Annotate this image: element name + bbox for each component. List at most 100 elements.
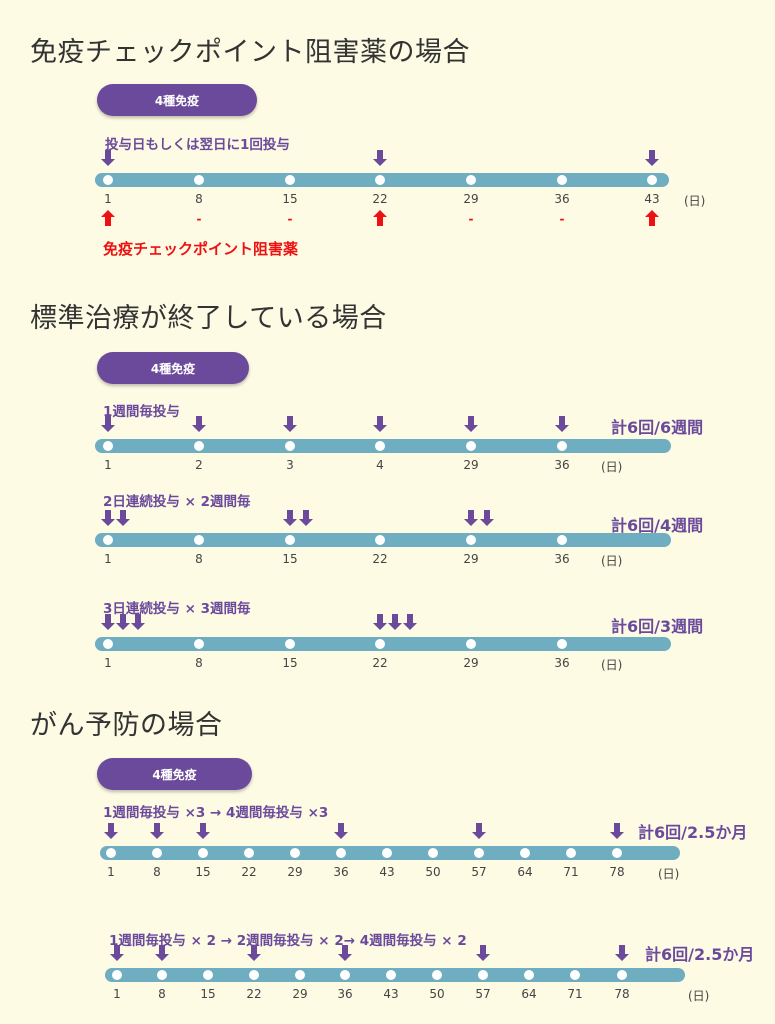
down-arrow-icon bbox=[480, 510, 494, 530]
timeline-dot bbox=[466, 441, 476, 451]
tick-label: 57 bbox=[471, 865, 487, 879]
timeline-dot bbox=[106, 848, 116, 858]
timeline-dot bbox=[285, 175, 295, 185]
timeline-dot bbox=[375, 639, 385, 649]
tick-label: 29 bbox=[463, 552, 479, 566]
dose-total: 計6回/2.5か月 bbox=[638, 823, 748, 842]
tick-label: 15 bbox=[282, 192, 298, 206]
unit-label: (日) bbox=[684, 194, 706, 208]
tick-label: 22 bbox=[246, 987, 262, 1001]
section-heading-checkpoint: 免疫チェックポイント阻害薬の場合 bbox=[30, 37, 470, 68]
timeline-dot bbox=[157, 970, 167, 980]
tick-label: 15 bbox=[282, 656, 298, 670]
timeline-dot bbox=[194, 535, 204, 545]
down-arrow-icon bbox=[110, 945, 124, 965]
down-arrow-icon bbox=[373, 614, 387, 634]
timeline-dot bbox=[557, 175, 567, 185]
tick-label: 29 bbox=[463, 192, 479, 206]
tick-label: 1 bbox=[104, 192, 112, 206]
inhibitor-label: 免疫チェックポイント阻害薬 bbox=[103, 240, 299, 258]
tick-label: 1 bbox=[104, 656, 112, 670]
timeline-dot bbox=[194, 441, 204, 451]
timeline-dot bbox=[249, 970, 259, 980]
timeline-dot bbox=[103, 639, 113, 649]
timeline-dot bbox=[520, 848, 530, 858]
up-arrow-icon bbox=[373, 210, 387, 230]
dash-mark: - bbox=[196, 212, 202, 226]
dash-mark: - bbox=[559, 212, 565, 226]
tick-label: 2 bbox=[195, 458, 203, 472]
timeline-dot bbox=[198, 848, 208, 858]
dash-mark: - bbox=[287, 212, 293, 226]
unit-label: (日) bbox=[601, 460, 623, 474]
timeline-dot bbox=[570, 970, 580, 980]
tick-label: 15 bbox=[195, 865, 211, 879]
tick-label: 43 bbox=[644, 192, 660, 206]
timeline-dot bbox=[244, 848, 254, 858]
timeline-dot bbox=[285, 441, 295, 451]
unit-label: (日) bbox=[658, 867, 680, 881]
vaccine-pill: 4種免疫 bbox=[97, 758, 252, 790]
timeline-dot bbox=[295, 970, 305, 980]
timeline-dot bbox=[103, 441, 113, 451]
up-arrow-icon bbox=[101, 210, 115, 230]
dash-mark: - bbox=[468, 212, 474, 226]
timeline-dot bbox=[432, 970, 442, 980]
timeline-dot bbox=[285, 639, 295, 649]
timeline-dot bbox=[474, 848, 484, 858]
down-arrow-icon bbox=[464, 510, 478, 530]
timeline-dot bbox=[428, 848, 438, 858]
tick-label: 36 bbox=[333, 865, 349, 879]
timeline-dot bbox=[617, 970, 627, 980]
timeline-dot bbox=[382, 848, 392, 858]
timeline-dot bbox=[478, 970, 488, 980]
down-arrow-icon bbox=[373, 416, 387, 436]
tick-label: 8 bbox=[153, 865, 161, 879]
down-arrow-icon bbox=[373, 150, 387, 170]
down-arrow-icon bbox=[101, 416, 115, 436]
tick-label: 64 bbox=[521, 987, 537, 1001]
timeline-dot bbox=[375, 535, 385, 545]
tick-label: 71 bbox=[567, 987, 583, 1001]
down-arrow-icon bbox=[615, 945, 629, 965]
tick-label: 22 bbox=[372, 656, 388, 670]
down-arrow-icon bbox=[283, 416, 297, 436]
timeline-dot bbox=[612, 848, 622, 858]
tick-label: 71 bbox=[563, 865, 579, 879]
timeline-dot bbox=[557, 441, 567, 451]
down-arrow-icon bbox=[403, 614, 417, 634]
unit-label: (日) bbox=[688, 989, 710, 1003]
timeline-dot bbox=[386, 970, 396, 980]
tick-label: 78 bbox=[614, 987, 630, 1001]
timeline-dot bbox=[375, 175, 385, 185]
timeline-dot bbox=[103, 175, 113, 185]
dosing-caption: 1週間毎投与 bbox=[103, 404, 180, 420]
down-arrow-icon bbox=[472, 823, 486, 843]
timeline-dot bbox=[566, 848, 576, 858]
dose-total: 計6回/6週間 bbox=[611, 418, 704, 437]
tick-label: 36 bbox=[554, 552, 570, 566]
tick-label: 36 bbox=[554, 458, 570, 472]
tick-label: 50 bbox=[425, 865, 441, 879]
tick-label: 1 bbox=[107, 865, 115, 879]
unit-label: (日) bbox=[601, 658, 623, 672]
down-arrow-icon bbox=[150, 823, 164, 843]
down-arrow-icon bbox=[196, 823, 210, 843]
timeline-dot bbox=[103, 535, 113, 545]
down-arrow-icon bbox=[299, 510, 313, 530]
section-heading-standard: 標準治療が終了している場合 bbox=[30, 303, 387, 334]
down-arrow-icon bbox=[192, 416, 206, 436]
timeline-dot bbox=[152, 848, 162, 858]
tick-label: 43 bbox=[379, 865, 395, 879]
vaccine-pill: 4種免疫 bbox=[97, 84, 257, 116]
tick-label: 50 bbox=[429, 987, 445, 1001]
tick-label: 36 bbox=[554, 192, 570, 206]
timeline-dot bbox=[336, 848, 346, 858]
dosing-caption: 2日連続投与 × 2週間毎 bbox=[103, 494, 251, 510]
down-arrow-icon bbox=[388, 614, 402, 634]
timeline-dot bbox=[290, 848, 300, 858]
timeline-dot bbox=[194, 175, 204, 185]
down-arrow-icon bbox=[116, 510, 130, 530]
tick-label: 8 bbox=[195, 552, 203, 566]
tick-label: 8 bbox=[158, 987, 166, 1001]
